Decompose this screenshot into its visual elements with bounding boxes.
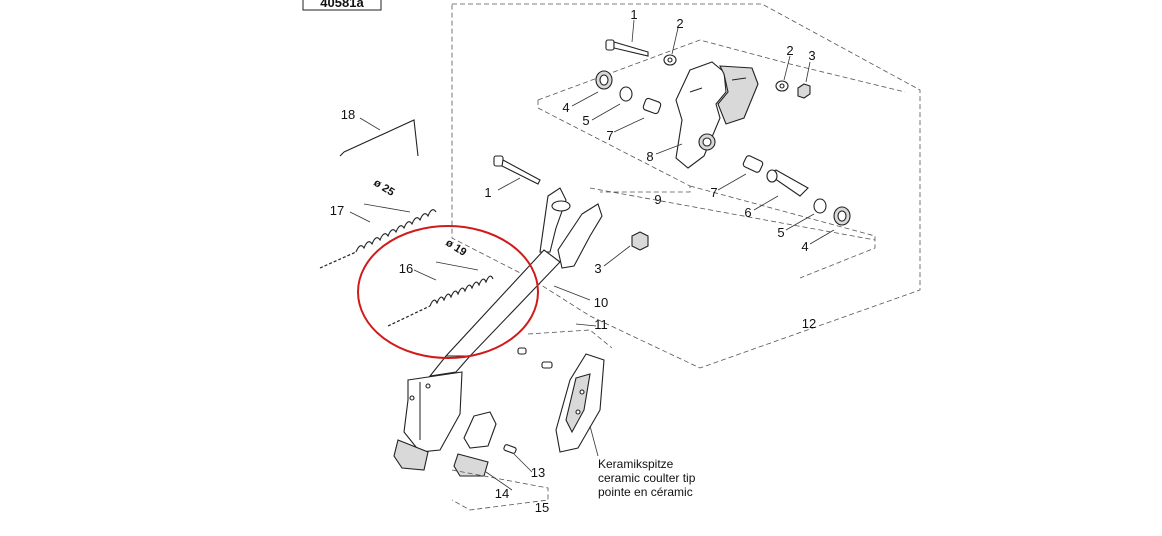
note-line-en: ceramic coulter tip: [598, 471, 696, 485]
pin-group-outline-11: [527, 329, 613, 349]
nut-low: [631, 231, 649, 251]
label-pin: 13: [531, 465, 545, 480]
label-bolt-top: 1: [630, 7, 637, 22]
bracket-group-outline-9: [537, 39, 906, 101]
bearing-cup-top: [595, 70, 613, 90]
label-spring-small: 16: [399, 261, 413, 276]
arm-group-outline-10: [589, 187, 876, 241]
dim-leader-25: [363, 203, 411, 213]
bolt-top: [605, 39, 649, 57]
dim-leader-19: [435, 261, 479, 271]
highlight-circle: [357, 225, 539, 359]
dim-label-19: ø 19: [443, 237, 468, 259]
label-point-group: 15: [535, 500, 549, 515]
note-line-de: Keramikspitze: [598, 457, 674, 471]
pin-upper: [517, 347, 527, 355]
label-washer-top: 2: [676, 16, 683, 31]
label-spring-large: 17: [330, 203, 344, 218]
bolt-mid: [493, 155, 541, 185]
washer-right: [775, 80, 789, 92]
spring-small: [387, 275, 494, 327]
diagram-ref-number: 40581a: [320, 0, 364, 10]
label-o-ring-low: 5: [777, 225, 784, 240]
coulter-arm: [428, 187, 603, 377]
label-bushing-mid: 7: [710, 185, 717, 200]
label-nut-right: 3: [808, 48, 815, 63]
label-leaders: [349, 19, 835, 491]
label-coulter-point: 14: [495, 486, 509, 501]
label-bolt-mid: 1: [484, 185, 491, 200]
label-pin-group: 11: [594, 317, 608, 332]
label-bearing-cup-top: 4: [562, 100, 569, 115]
dim-label-25: ø 25: [371, 177, 396, 199]
bearing-cup-low: [833, 206, 851, 226]
coulter-shoe: [393, 371, 463, 471]
nut-right: [797, 83, 811, 99]
bushing-top: [642, 97, 662, 115]
label-spacer-tube: 6: [744, 205, 751, 220]
pin-lower: [541, 361, 553, 369]
assembly-outline-12: [451, 3, 921, 369]
label-bushing-top: 7: [606, 128, 613, 143]
o-ring-top: [619, 86, 633, 102]
bracket-group-outline-9b: [537, 100, 691, 193]
label-bracket-group: 9: [654, 192, 661, 207]
label-wire-clip: 18: [341, 107, 355, 122]
label-bracket: 8: [646, 149, 653, 164]
label-assembly: 12: [802, 316, 816, 331]
note-line-fr: pointe en céramic: [598, 485, 693, 499]
ceramic-coulter-tip: [555, 353, 605, 453]
ceramic-tip-note: Keramikspitze ceramic coulter tip pointe…: [598, 457, 696, 499]
coulter-point: [453, 411, 497, 477]
bushing-mid: [742, 155, 764, 173]
washer-top: [663, 54, 677, 66]
label-washer-right: 2: [786, 43, 793, 58]
spacer-tube: [766, 169, 809, 197]
pin: [503, 444, 517, 454]
label-o-ring-top: 5: [582, 113, 589, 128]
point-group-outline-15: [451, 469, 549, 511]
diagram-ref-box: 40581a: [302, 0, 382, 11]
bushing-row-outline: [689, 185, 876, 279]
spring-large: [319, 209, 437, 269]
wire-clip: [339, 119, 419, 157]
label-bearing-cup-low: 4: [801, 239, 808, 254]
o-ring-low: [813, 198, 827, 214]
bracket: [675, 61, 759, 169]
label-nut-low: 3: [594, 261, 601, 276]
label-coulter-arm: 10: [594, 295, 608, 310]
